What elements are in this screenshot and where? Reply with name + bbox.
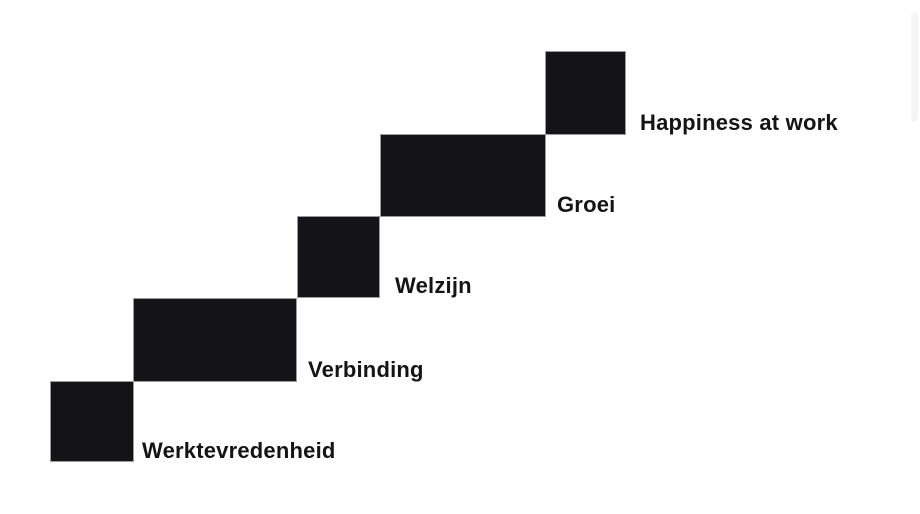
- scrollbar-thumb[interactable]: [911, 12, 918, 122]
- step-block-werktevredenheid: [50, 381, 134, 462]
- step-label-welzijn: Welzijn: [395, 273, 472, 298]
- step-block-welzijn: [297, 216, 380, 298]
- step-block-happiness-at-work: [545, 51, 626, 135]
- step-label-werktevredenheid: Werktevredenheid: [142, 438, 336, 463]
- step-label-happiness-at-work: Happiness at work: [640, 110, 838, 135]
- step-block-verbinding: [133, 298, 297, 382]
- step-block-groei: [380, 134, 546, 217]
- step-label-groei: Groei: [557, 192, 616, 217]
- step-label-verbinding: Verbinding: [308, 357, 424, 382]
